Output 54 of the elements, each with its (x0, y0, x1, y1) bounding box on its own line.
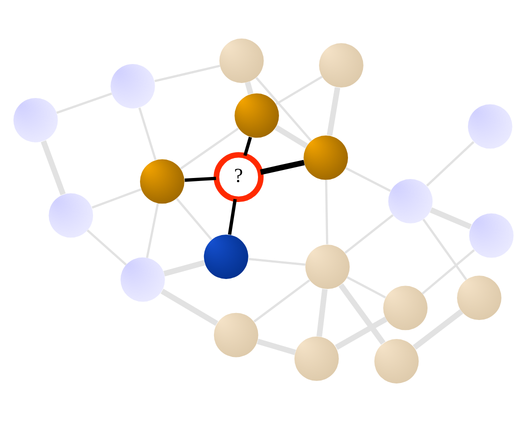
connector (344, 214, 394, 254)
connector (242, 136, 252, 156)
connector (316, 288, 328, 336)
node-circle (456, 275, 501, 320)
connector (175, 197, 212, 240)
node-circle (218, 38, 264, 82)
node-circle (382, 285, 428, 330)
connector (422, 218, 467, 280)
connector (40, 140, 66, 195)
node-circle (374, 338, 418, 383)
connector (255, 76, 312, 142)
node-circle (140, 158, 184, 204)
node-circle (12, 97, 58, 142)
connector (346, 276, 386, 298)
node-circle (234, 92, 278, 138)
connector (274, 124, 308, 148)
node-circle (203, 234, 248, 278)
connector (412, 308, 463, 350)
connector (334, 316, 387, 350)
connector (274, 75, 322, 105)
connector (179, 127, 238, 170)
node-circle (120, 256, 164, 302)
connector (154, 64, 220, 82)
node-circle (110, 64, 154, 108)
node-circle (48, 192, 93, 238)
connector (344, 166, 390, 192)
node-circle (294, 336, 338, 380)
connector (145, 202, 158, 258)
connector (86, 228, 126, 266)
connector (248, 257, 306, 266)
connector (56, 92, 112, 114)
node-circle (318, 42, 363, 88)
node-circle (467, 104, 512, 148)
connector (252, 278, 310, 322)
connector (91, 188, 142, 208)
connector (326, 86, 340, 136)
node-circle (213, 312, 258, 357)
connector (338, 282, 385, 344)
node-circle (303, 135, 348, 180)
connector (421, 248, 474, 294)
connector (162, 260, 205, 276)
node-circle: ? (213, 152, 264, 202)
connector (160, 288, 218, 326)
node-circle (388, 178, 432, 223)
node-circle (304, 244, 350, 289)
node-circle (468, 212, 514, 258)
connector (256, 338, 296, 355)
connector (184, 176, 216, 182)
connector (429, 206, 472, 229)
connector (138, 107, 156, 160)
connector (260, 159, 304, 174)
connector (227, 198, 236, 234)
connector (244, 81, 253, 94)
connector (426, 140, 474, 186)
